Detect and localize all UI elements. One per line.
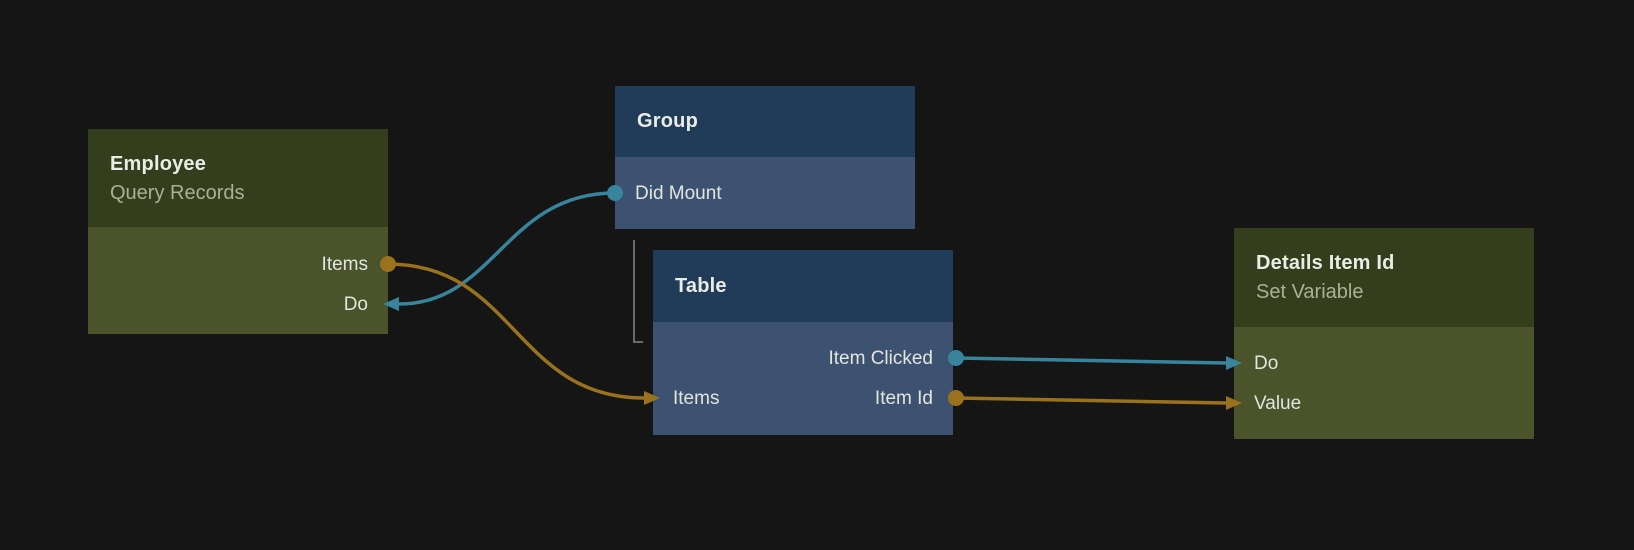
edge-didmount-to-do-arrowhead[interactable]	[383, 297, 399, 311]
edge-itemid-to-value[interactable]	[955, 396, 1227, 405]
node-group[interactable]: Group Did Mount	[615, 86, 915, 229]
port-row-do[interactable]: Do	[1234, 343, 1534, 383]
node-table-header: Table	[653, 250, 953, 322]
port-row-item-clicked[interactable]: Item Clicked	[653, 338, 953, 378]
port-label-do[interactable]: Do	[343, 293, 368, 315]
node-employee-header: Employee Query Records	[88, 129, 388, 227]
node-subtitle: Set Variable	[1256, 281, 1364, 303]
port-label-items[interactable]: Items	[321, 253, 368, 275]
port-label-did-mount[interactable]: Did Mount	[635, 182, 722, 204]
node-details-header: Details Item Id Set Variable	[1234, 228, 1534, 327]
port-row-value[interactable]: Value	[1234, 383, 1534, 423]
node-employee-ports: Items Do	[88, 227, 388, 334]
port-label-item-clicked[interactable]: Item Clicked	[828, 347, 933, 369]
port-row-did-mount[interactable]: Did Mount	[615, 173, 915, 213]
node-title: Table	[675, 274, 727, 297]
node-details-item-id[interactable]: Details Item Id Set Variable Do Value	[1234, 228, 1534, 439]
edge-itemid-to-value-arrowhead[interactable]	[1226, 396, 1242, 410]
node-title: Group	[637, 110, 698, 132]
port-dot-item-id[interactable]	[948, 390, 964, 406]
node-table[interactable]: Table Item Clicked Items Item Id	[653, 250, 953, 435]
port-label-items[interactable]: Items	[673, 387, 720, 409]
node-subtitle: Query Records	[110, 181, 245, 204]
port-row-do[interactable]: Do	[88, 284, 388, 324]
port-dot-items[interactable]	[380, 256, 396, 272]
node-title: Details Item Id	[1256, 252, 1395, 274]
port-label-do[interactable]: Do	[1254, 352, 1279, 374]
node-group-header: Group	[615, 86, 915, 157]
node-group-ports: Did Mount	[615, 157, 915, 229]
node-employee[interactable]: Employee Query Records Items Do	[88, 129, 388, 334]
port-row-items-item-id[interactable]: Items Item Id	[653, 378, 953, 418]
edge-itemclicked-to-do-arrowhead[interactable]	[1226, 356, 1242, 370]
node-details-ports: Do Value	[1234, 327, 1534, 439]
node-table-ports: Item Clicked Items Item Id	[653, 322, 953, 435]
port-label-item-id[interactable]: Item Id	[874, 387, 933, 409]
port-dot-did-mount[interactable]	[607, 185, 623, 201]
edge-items-to-items[interactable]	[387, 262, 645, 400]
node-title: Employee	[110, 152, 207, 175]
group-table-hierarchy-line	[633, 240, 643, 343]
port-dot-item-clicked[interactable]	[948, 350, 964, 366]
port-row-items[interactable]: Items	[88, 244, 388, 284]
port-label-value[interactable]: Value	[1254, 392, 1302, 414]
edge-items-to-items-arrowhead[interactable]	[644, 391, 660, 405]
edge-itemclicked-to-do[interactable]	[955, 356, 1227, 365]
edge-didmount-to-do[interactable]	[398, 191, 616, 306]
